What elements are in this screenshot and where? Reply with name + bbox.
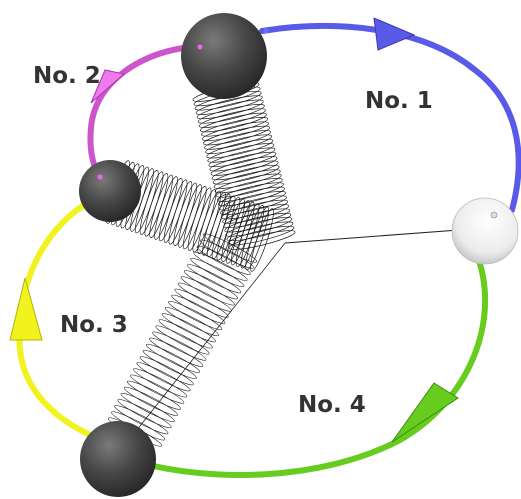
spring-bottom-coil [114, 405, 169, 435]
label-no2: No. 2 [33, 63, 101, 89]
spring-top-coil [199, 112, 267, 133]
spring-left-coil [250, 208, 274, 272]
spring-top-coil [204, 130, 272, 150]
path-no1-arrowhead [373, 17, 416, 51]
springs [106, 82, 296, 447]
spring-top-coil [206, 138, 274, 159]
spring-top-coil [212, 164, 280, 185]
spring-bottom-coil [193, 251, 248, 281]
path-no3-arrowhead [9, 277, 43, 341]
spring-top-coil [216, 182, 284, 202]
path-no4 [134, 255, 488, 478]
spring-bottom-coil [130, 374, 185, 404]
spring-top-coil [195, 95, 263, 115]
link-line-to-bottom-sphere [116, 242, 286, 456]
spring-top-coil [211, 160, 279, 181]
spring-top-coil [202, 121, 269, 141]
spring-bottom-coil [187, 264, 242, 294]
spring-bottom-coil [177, 282, 232, 312]
label-no3: No. 3 [60, 312, 128, 338]
spring-bottom-coil [174, 288, 229, 318]
spring-top-coil [217, 186, 285, 207]
path-no4-arrowhead [391, 382, 459, 443]
spring-top-coil [213, 169, 281, 189]
spring-bottom-coil [202, 233, 258, 263]
spring-bottom-coil [190, 257, 245, 288]
spring-top-coil [215, 178, 283, 198]
spring-bottom-coil [158, 319, 213, 349]
spring-bottom-coil [136, 362, 191, 392]
path-no1-curve [259, 23, 521, 213]
spring-bottom-coil [149, 337, 204, 367]
spring-bottom-coil [183, 270, 239, 300]
spring-bottom-coil [180, 276, 235, 306]
label-no1: No. 1 [365, 88, 433, 114]
spring-top-coil [197, 104, 265, 124]
spring-top-coil [224, 212, 292, 233]
sphere-left [79, 160, 141, 222]
spring-top-coil [203, 125, 271, 146]
spring-bottom-coil [164, 307, 220, 337]
spring-top-coil [209, 151, 277, 172]
spring-top-coil [208, 147, 276, 168]
spring-bottom-coil [152, 331, 207, 361]
spring-bottom-coil [139, 356, 194, 386]
spring-bottom-coil [120, 392, 175, 423]
spring-bottom-coil [123, 386, 178, 416]
spring-top-coil [207, 143, 275, 163]
path-no3 [9, 197, 98, 440]
spring-bottom-coil [142, 349, 197, 380]
path-no1 [259, 17, 521, 213]
spring-bottom-coil [199, 239, 254, 269]
spring-top-coil [198, 108, 266, 128]
spring-top-coil [210, 156, 278, 176]
spring-top-coil [201, 117, 268, 137]
spring-top-coil [226, 221, 294, 242]
link-line-to-light-sphere [284, 228, 473, 244]
spring-bottom [107, 233, 258, 447]
path-no2-curve [87, 45, 186, 181]
spring-top-coil [214, 173, 282, 194]
spring-bottom-coil [196, 245, 251, 275]
spring-top-coil [205, 134, 273, 154]
label-no4: No. 4 [298, 392, 366, 418]
spring-bottom-coil [155, 325, 210, 355]
spring-top-coil [196, 99, 264, 120]
spring-bottom-coil [117, 399, 172, 429]
sphere-bottom [80, 421, 156, 497]
spring-bottom-coil [171, 294, 226, 324]
spring-bottom-coil [145, 343, 201, 373]
spring-bottom-coil [168, 300, 223, 331]
path-no4-curve [134, 255, 488, 478]
sphere-right-light [451, 197, 519, 265]
spring-top-coil [220, 195, 287, 215]
sphere-top [181, 13, 269, 99]
spring-bottom-coil [133, 368, 188, 398]
spring-top-coil [222, 204, 290, 224]
spring-top-coil [225, 217, 293, 237]
path-no2 [87, 45, 186, 181]
spring-left [106, 160, 274, 272]
path-no3-curve [16, 197, 98, 440]
spring-bottom-coil [161, 313, 216, 343]
spring-top-coil [228, 230, 296, 250]
spring-bottom-coil [126, 380, 182, 410]
path-no2-arrowhead [90, 69, 126, 104]
